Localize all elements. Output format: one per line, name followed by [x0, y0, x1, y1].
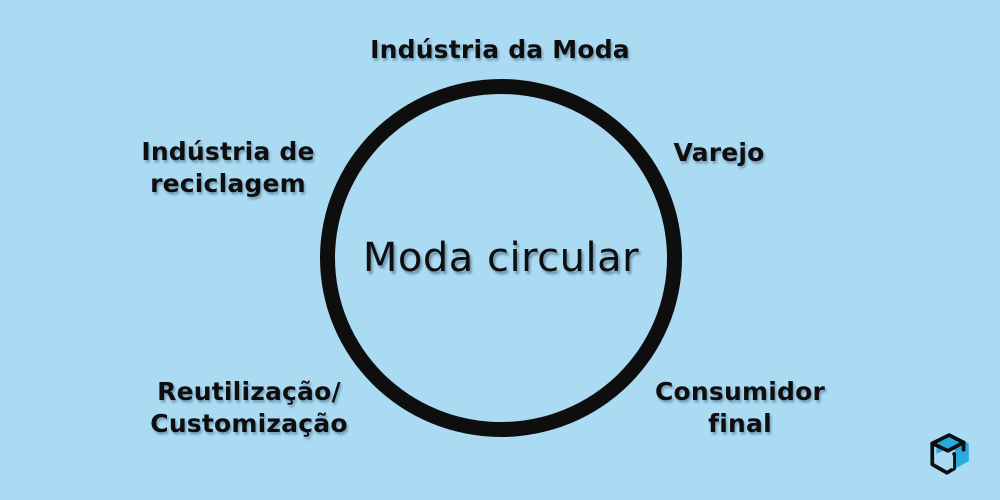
node-label-varejo: Varejo [673, 138, 765, 167]
node-label-industria-de-reciclagem: Indústria de reciclagem [141, 137, 315, 198]
cube-m-logo-icon [930, 433, 969, 475]
node-label-reutilizacao-customizacao: Reutilização/ Customização [150, 377, 348, 438]
node-label-consumidor-final: Consumidor final [654, 377, 826, 438]
node-label-industria-da-moda: Indústria da Moda [370, 35, 630, 64]
cycle-circle: Moda circular [320, 79, 682, 437]
diagram-center-title: Moda circular [362, 235, 640, 281]
